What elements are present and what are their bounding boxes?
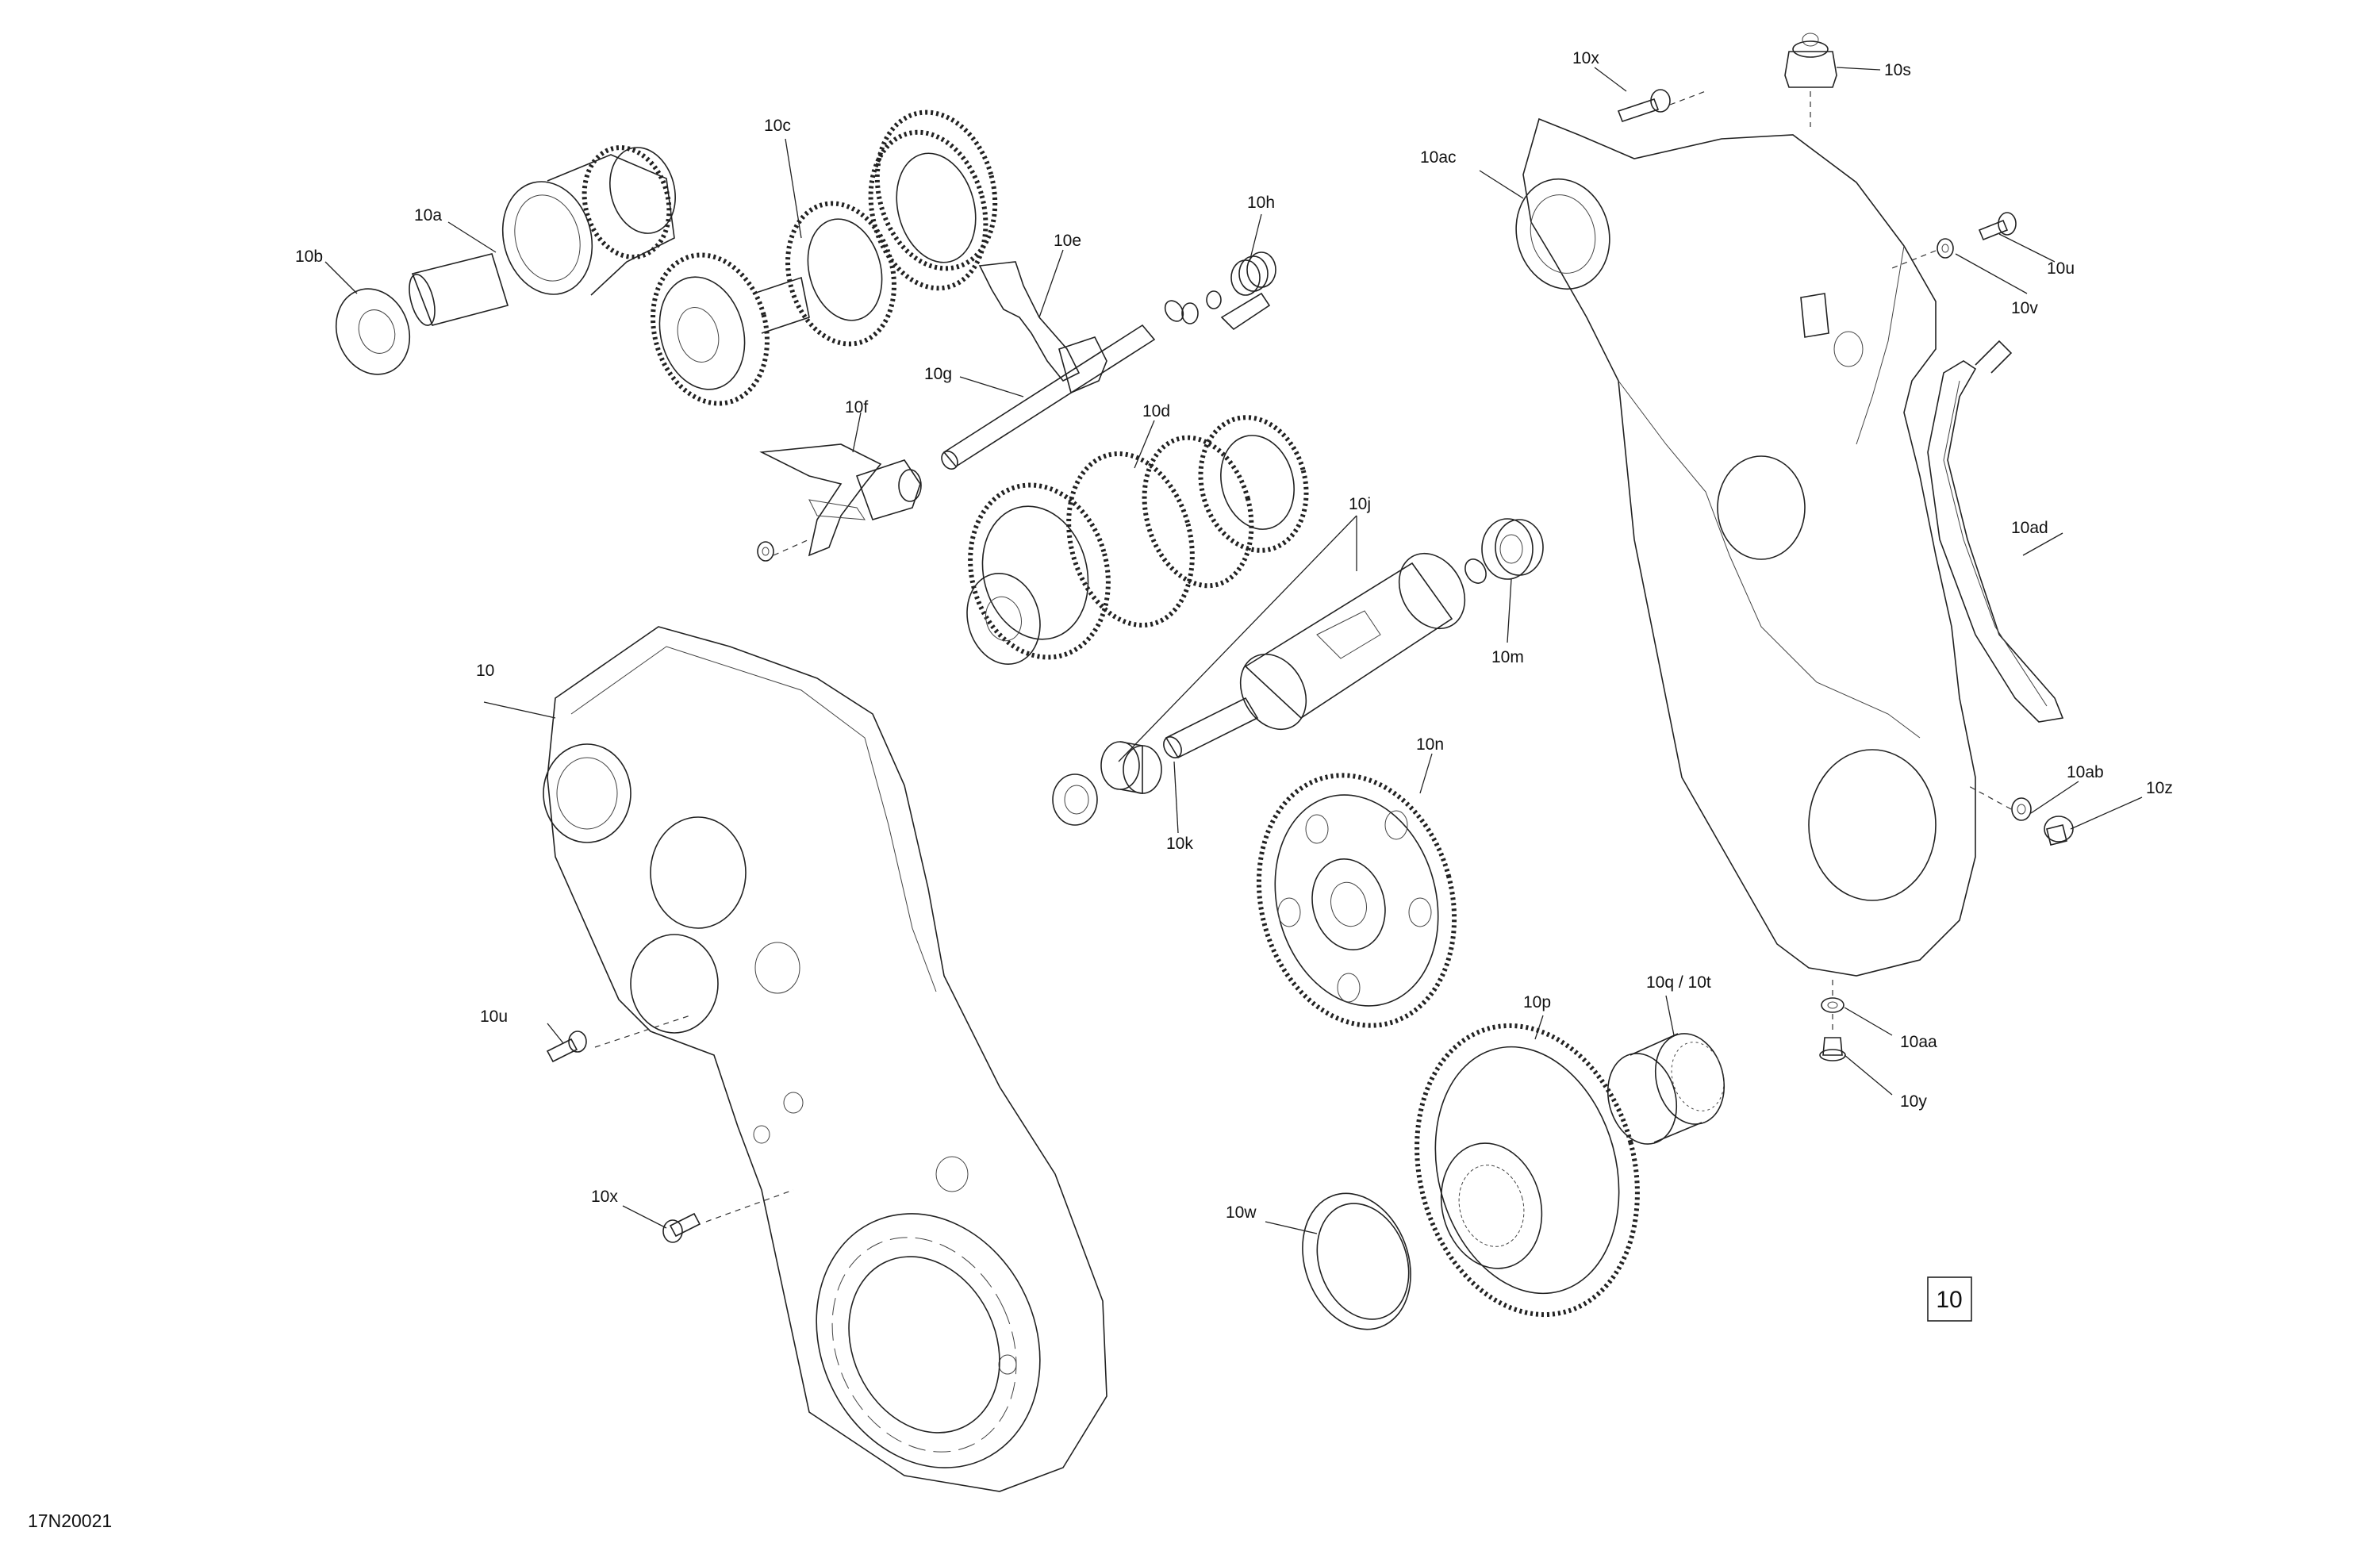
callout-10b: 10b — [295, 248, 323, 266]
callout-labels: 10 10a 10b 10c 10e 10h 10g 10f 10d 10j 1… — [295, 49, 2173, 1222]
bolt-10u-right — [1978, 212, 2017, 241]
gear-10n — [1256, 773, 1457, 1028]
washer-10v — [1937, 238, 1954, 259]
seal-10m — [1481, 518, 1544, 580]
bolt-10x-left — [662, 1212, 701, 1243]
callout-10c: 10c — [764, 117, 791, 135]
input-shaft-10a — [409, 145, 676, 326]
callout-10ad: 10ad — [2011, 519, 2048, 537]
section-number-box: 10 — [1927, 1276, 1972, 1322]
callout-10m: 10m — [1491, 648, 1524, 666]
shift-fork-10e — [978, 261, 1107, 394]
callout-10h: 10h — [1247, 194, 1275, 212]
callout-10s: 10s — [1884, 61, 1911, 79]
callout-10n: 10n — [1416, 735, 1444, 754]
callout-10u-left: 10u — [480, 1008, 508, 1026]
bushings-10k — [1052, 741, 1162, 826]
callout-10g: 10g — [924, 365, 952, 383]
callout-10d: 10d — [1142, 402, 1170, 420]
gasket-10ad — [1927, 340, 2064, 723]
drawing-id: 17N20021 — [28, 1510, 112, 1531]
callout-10a: 10a — [414, 206, 442, 225]
shift-drum-10j — [1163, 552, 1487, 759]
washer-10aa — [1821, 997, 1844, 1013]
gear-cluster-10c — [651, 109, 998, 406]
right-cover-10ac — [1515, 117, 1976, 977]
callout-10: 10 — [476, 662, 494, 680]
sleeve-10q-10t — [1606, 1033, 1726, 1145]
callout-10ac: 10ac — [1420, 148, 1457, 167]
callout-10z: 10z — [2146, 779, 2173, 797]
callout-10f: 10f — [845, 398, 868, 416]
gear-cluster-10d — [966, 415, 1309, 666]
plug-10z — [2044, 816, 2074, 846]
leader-lines — [324, 67, 2143, 1234]
callout-10x-left: 10x — [591, 1188, 618, 1206]
callout-10x-top: 10x — [1572, 49, 1599, 67]
washer-10b — [335, 288, 411, 375]
plug-10s — [1784, 33, 1837, 88]
callout-10w: 10w — [1226, 1203, 1257, 1222]
callout-10aa: 10aa — [1900, 1033, 1937, 1051]
shift-rod-10g — [941, 300, 1184, 470]
washer-10ab — [2011, 797, 2032, 821]
plug-10y — [1819, 1037, 1846, 1061]
callout-10ab: 10ab — [2067, 763, 2104, 781]
callout-10y: 10y — [1900, 1092, 1927, 1111]
spring-10h — [1181, 251, 1276, 331]
callout-10p: 10p — [1523, 993, 1551, 1011]
bolt-10x-top — [1617, 89, 1671, 123]
gear-10p — [1415, 1023, 1640, 1318]
callout-10k: 10k — [1166, 835, 1193, 853]
shift-fork-10f — [757, 443, 922, 562]
callout-10v: 10v — [2011, 299, 2038, 317]
callout-10u-right: 10u — [2047, 259, 2075, 278]
left-gearbox-housing — [543, 626, 1107, 1492]
callout-10j: 10j — [1349, 495, 1371, 513]
bolt-10u-left — [546, 1031, 587, 1063]
callout-10e: 10e — [1054, 232, 1081, 250]
callout-10q-10t: 10q / 10t — [1646, 973, 1711, 992]
seal-10w — [1302, 1192, 1411, 1330]
section-number: 10 — [1936, 1287, 1962, 1313]
